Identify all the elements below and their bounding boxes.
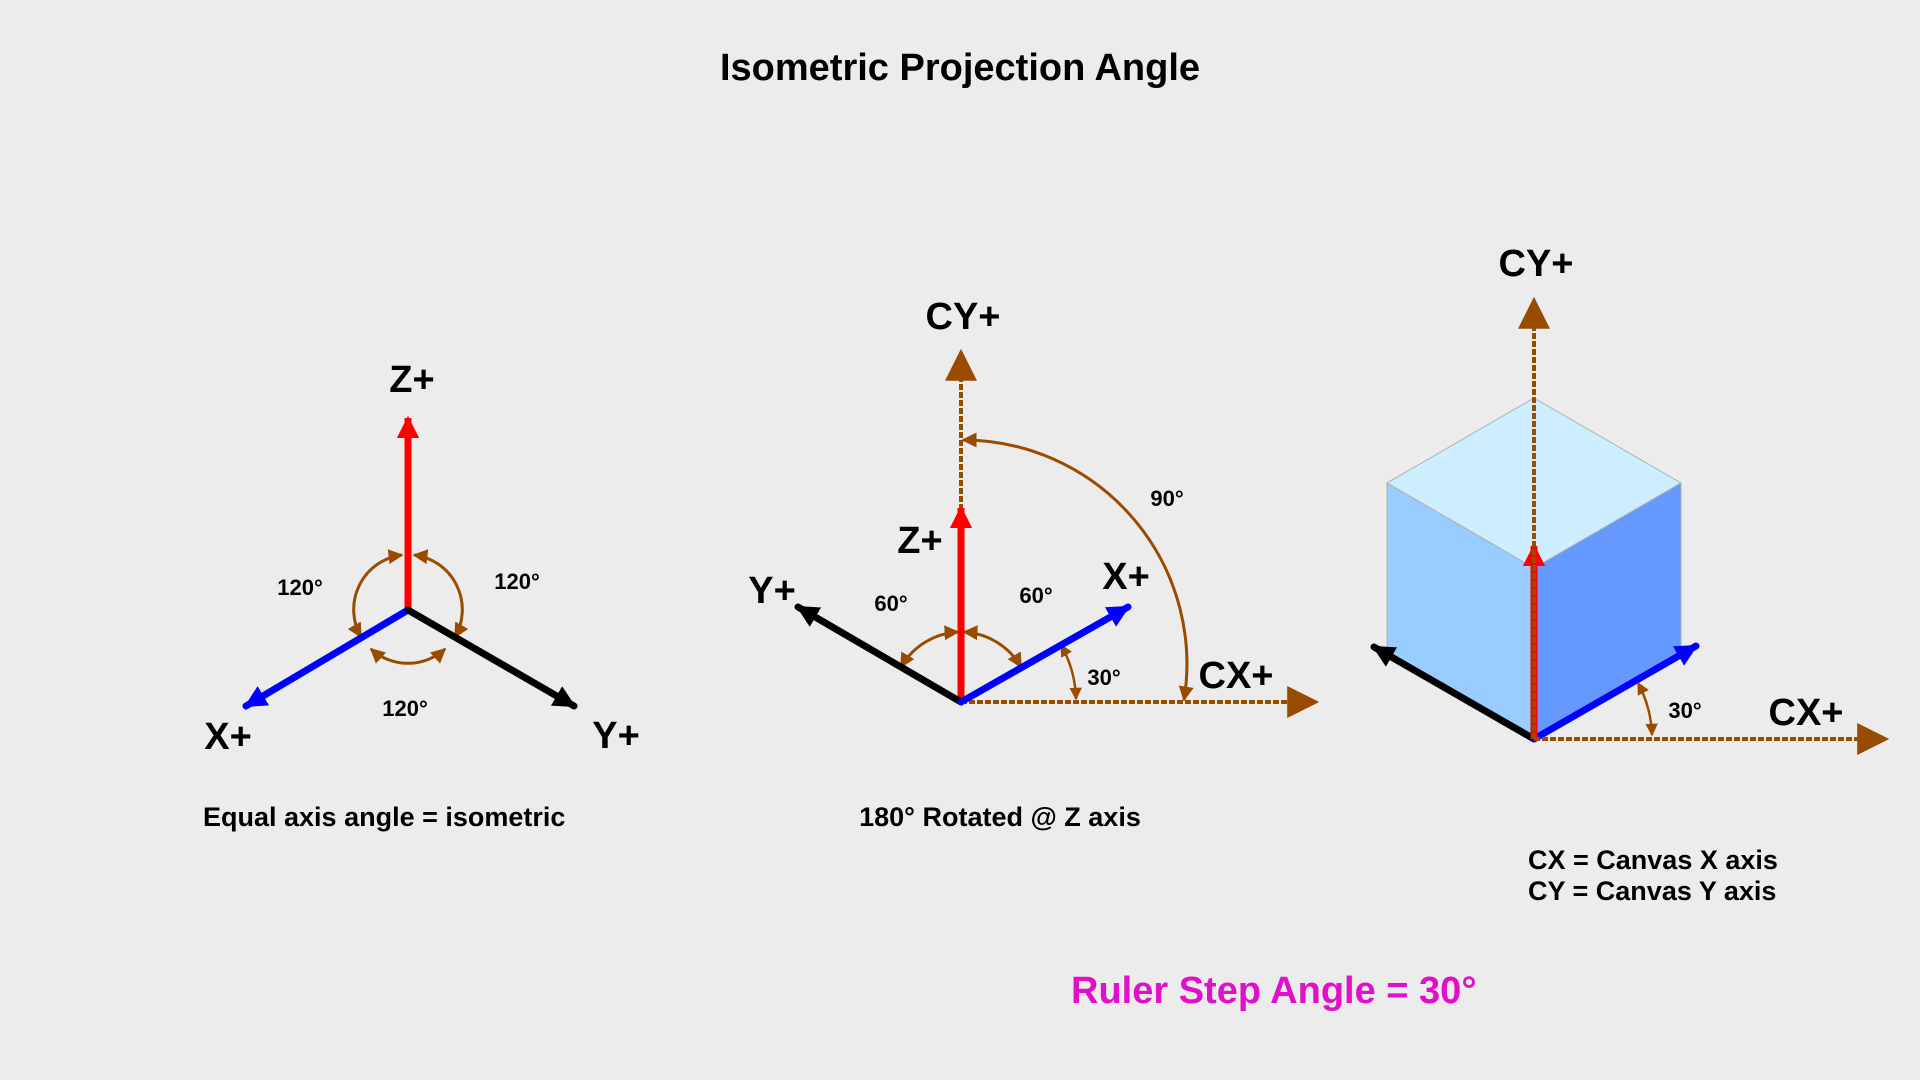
y-axis-arrow	[1370, 643, 1538, 743]
page-title: Isometric Projection Angle	[720, 47, 1200, 89]
caption-equal-axes: Equal axis angle = isometric	[203, 802, 565, 832]
x-axis-label: X+	[204, 716, 252, 758]
cx-axis-label: CX+	[1199, 655, 1274, 697]
y-axis-arrow	[404, 606, 578, 710]
caption-rotated: 180° Rotated @ Z axis	[859, 802, 1141, 832]
diagram-cube: CY+ CX+ 30°	[1370, 243, 1890, 755]
diagram-rotated: CY+ CX+ Z+ X+ Y+ 60° 60° 90° 30° 180° Ro…	[748, 296, 1320, 832]
ruler-step-angle: Ruler Step Angle = 30°	[1071, 970, 1477, 1012]
angle-label-right: 60°	[1019, 583, 1052, 608]
x-axis-arrow	[957, 603, 1132, 706]
diagram-equal-axes: Z+ X+ Y+ 120° 120° 120° Equal axis angle…	[203, 359, 640, 832]
legend-cx: CX = Canvas X axis	[1528, 845, 1778, 875]
arc-upper-right	[412, 549, 469, 639]
angle-label-bottom: 120°	[382, 696, 428, 721]
cx-axis-label: CX+	[1769, 692, 1844, 734]
angle-label-upper-left: 120°	[277, 575, 323, 600]
arc-x-to-cx	[1059, 643, 1082, 701]
arc-upper-left	[347, 549, 404, 639]
y-axis-label: Y+	[592, 715, 640, 757]
angle-label-upper-right: 120°	[494, 569, 540, 594]
angle-label-x-to-cx: 30°	[1087, 665, 1120, 690]
y-axis-arrow	[794, 603, 965, 706]
x-axis-arrow	[242, 606, 412, 710]
arc-right-60	[962, 625, 1023, 669]
angle-label-left: 60°	[874, 591, 907, 616]
y-axis-label: Y+	[748, 570, 796, 612]
arc-bottom	[369, 647, 447, 665]
cy-axis-label: CY+	[926, 296, 1001, 338]
arc-left-60	[899, 625, 960, 669]
angle-label-x-to-cx: 30°	[1668, 698, 1701, 723]
cy-axis-label: CY+	[1499, 243, 1574, 285]
arc-x-to-cx	[1636, 681, 1658, 737]
x-axis-arrow	[1530, 642, 1700, 743]
legend-cy: CY = Canvas Y axis	[1528, 876, 1776, 906]
angle-label-quarter: 90°	[1150, 486, 1183, 511]
z-axis-label: Z+	[897, 520, 942, 562]
z-axis-label: Z+	[389, 359, 434, 401]
x-axis-label: X+	[1102, 556, 1150, 598]
arc-quarter	[961, 432, 1194, 702]
